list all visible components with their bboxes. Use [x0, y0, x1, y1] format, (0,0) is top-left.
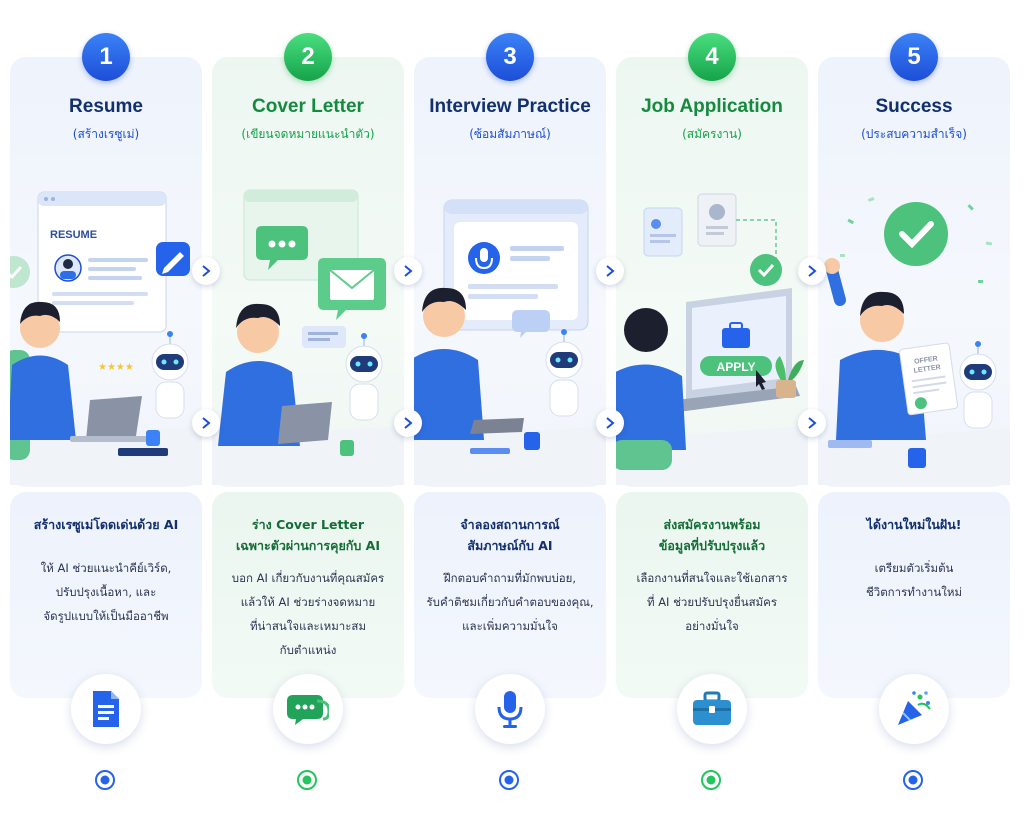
next-arrow-button[interactable]	[798, 257, 826, 285]
step-title: Resume	[69, 96, 143, 117]
step-subtitle: (ซ้อมสัมภาษณ์)	[469, 127, 551, 141]
step-title: Cover Letter	[252, 96, 364, 117]
next-arrow-button[interactable]	[394, 257, 422, 285]
resume-screen-label: RESUME	[50, 229, 97, 241]
step-4-description-card	[616, 492, 808, 698]
step-description: เตรียมตัวเริ่มต้น ชีวิตการทำงานใหม่	[865, 561, 963, 599]
next-arrow-button[interactable]	[596, 409, 624, 437]
step-heading: ได้งานใหม่ในฝัน!	[866, 517, 962, 532]
job-application-illustration: APPLY	[616, 193, 808, 485]
apply-label: APPLY	[717, 360, 756, 374]
step-3: 3 Interview Practice (ซ้อมสัมภาษณ์) จำลอ…	[414, 0, 606, 819]
chat-bubbles-icon	[273, 674, 343, 744]
microphone-icon	[475, 674, 545, 744]
document-icon	[71, 674, 141, 744]
next-arrow-button[interactable]	[798, 409, 826, 437]
chevron-right-icon	[808, 265, 817, 277]
timeline-dot-5[interactable]	[903, 770, 923, 790]
step-description: ให้ AI ช่วยแนะนำคีย์เวิร์ด, ปรับปรุงเนื้…	[40, 561, 172, 623]
next-arrow-button[interactable]	[192, 257, 220, 285]
interview-illustration	[414, 199, 606, 485]
step-number-badge: 3	[486, 33, 534, 81]
step-subtitle: (สร้างเรซูเม่)	[72, 127, 140, 141]
resume-illustration: RESUME ★★★★	[10, 191, 202, 485]
svg-text:★★★★: ★★★★	[98, 362, 134, 373]
step-number-badge: 2	[284, 33, 332, 81]
next-arrow-button[interactable]	[192, 409, 220, 437]
step-title: Job Application	[641, 96, 783, 117]
step-heading: ร่าง Cover Letter เฉพาะตัวผ่านการคุยกับ …	[236, 517, 380, 553]
chevron-right-icon	[606, 417, 615, 429]
timeline-dot-2[interactable]	[297, 770, 317, 790]
step-subtitle: (ประสบความสำเร็จ)	[861, 127, 967, 141]
step-heading: จำลองสถานการณ์ สัมภาษณ์กับ AI	[460, 517, 560, 553]
cover-letter-illustration	[212, 189, 404, 485]
next-arrow-button[interactable]	[394, 409, 422, 437]
progress-timeline	[60, 770, 964, 790]
step-title: Success	[875, 96, 953, 117]
step-title: Interview Practice	[429, 96, 591, 117]
step-description: บอก AI เกี่ยวกับงานที่คุณสมัคร แล้วให้ A…	[231, 571, 385, 657]
chevron-right-icon	[202, 417, 211, 429]
chevron-right-icon	[606, 265, 615, 277]
step-subtitle: (สมัครงาน)	[682, 127, 742, 141]
step-description: เลือกงานที่สนใจและใช้เอกสาร ที่ AI ช่วยป…	[636, 571, 788, 633]
step-heading: ส่งสมัครงานพร้อม ข้อมูลที่ปรับปรุงแล้ว	[658, 517, 766, 553]
step-number-badge: 5	[890, 33, 938, 81]
step-3-description-card	[414, 492, 606, 698]
step-1-description-card	[10, 492, 202, 698]
step-5-description-card	[818, 492, 1010, 698]
party-popper-icon	[879, 674, 949, 744]
chevron-right-icon	[404, 265, 413, 277]
step-1: 1 Resume (สร้างเรซูเม่) RESUME ★★★★	[10, 0, 202, 819]
step-5: 5 Success (ประสบความสำเร็จ) OFFER LETTER	[818, 0, 1010, 819]
step-number-badge: 1	[82, 33, 130, 81]
step-2: 2 Cover Letter (เขียนจดหมายแนะนำตัว) ร่า…	[212, 0, 404, 819]
next-arrow-button[interactable]	[596, 257, 624, 285]
briefcase-icon	[677, 674, 747, 744]
step-number-badge: 4	[688, 33, 736, 81]
success-illustration: OFFER LETTER	[818, 197, 1010, 485]
chevron-right-icon	[202, 265, 211, 277]
step-heading: สร้างเรซูเม่โดดเด่นด้วย AI	[33, 517, 179, 532]
step-4: 4 Job Application (สมัครงาน) APPLY ส่งสม…	[616, 0, 808, 819]
chevron-right-icon	[808, 417, 817, 429]
offer-letter-label-1: OFFER	[914, 355, 938, 365]
chevron-right-icon	[404, 417, 413, 429]
step-description: ฝึกตอบคำถามที่มักพบบ่อย, รับคำติชมเกี่ยว…	[426, 571, 594, 633]
step-subtitle: (เขียนจดหมายแนะนำตัว)	[241, 127, 375, 141]
timeline-dot-3[interactable]	[499, 770, 519, 790]
timeline-dot-4[interactable]	[701, 770, 721, 790]
offer-letter-label-2: LETTER	[913, 364, 941, 375]
step-2-description-card	[212, 492, 404, 698]
timeline-dot-1[interactable]	[95, 770, 115, 790]
